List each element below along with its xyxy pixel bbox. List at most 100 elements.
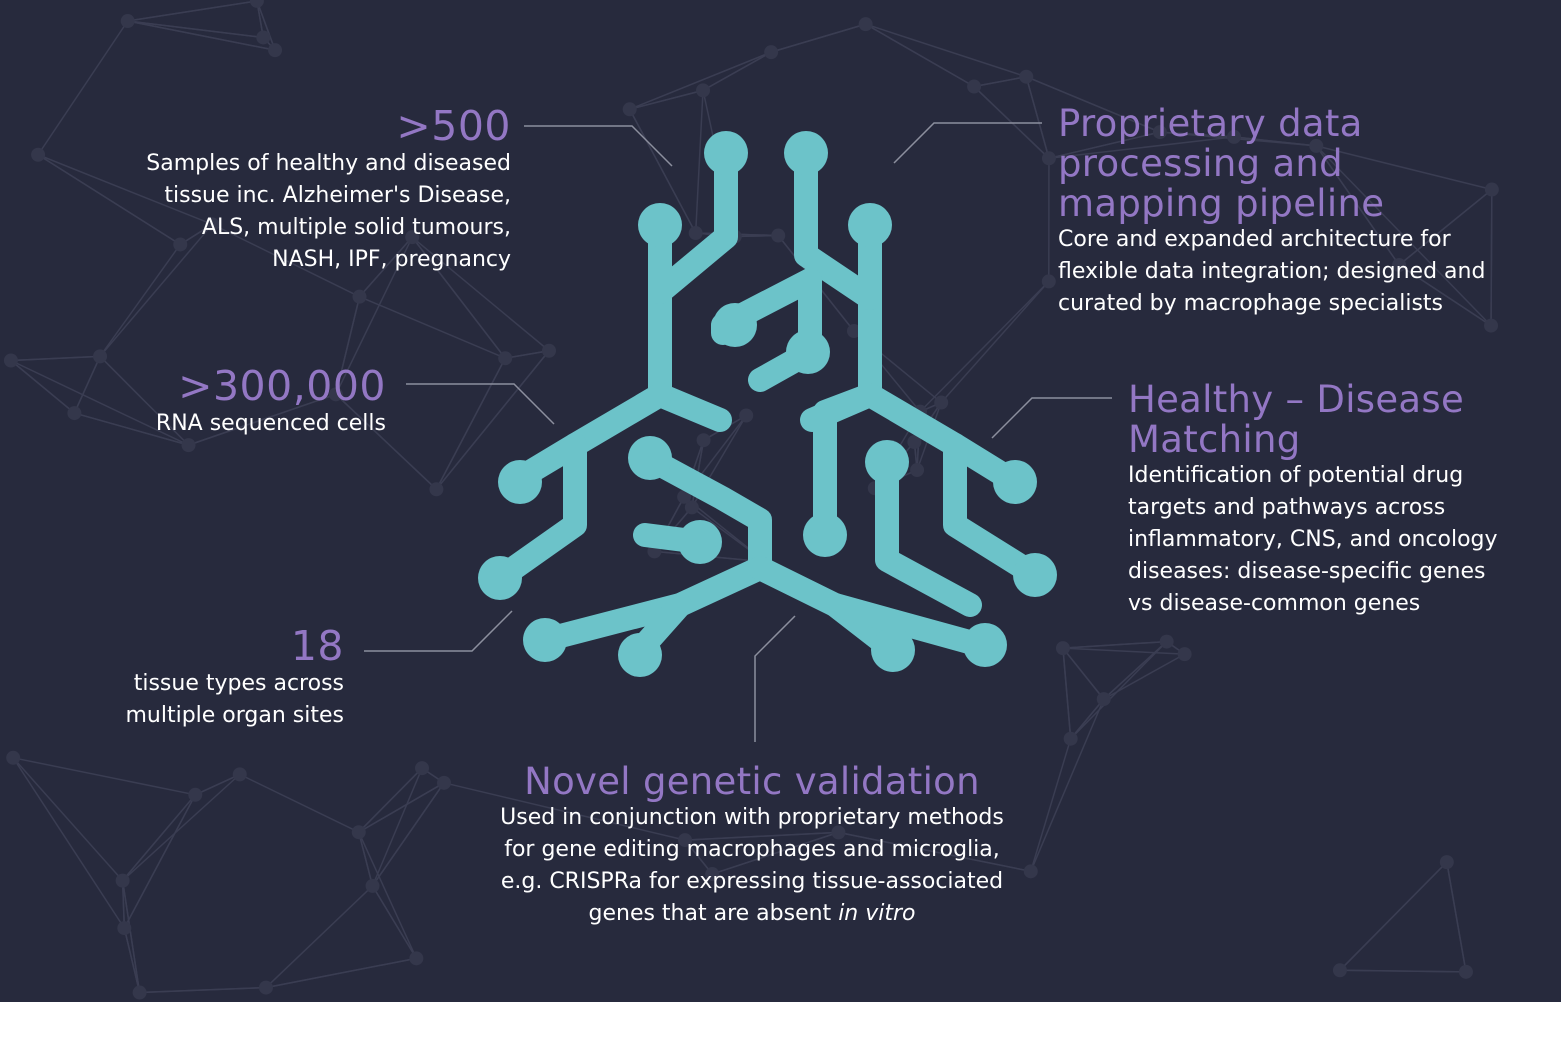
network-edge	[770, 23, 866, 53]
feature-matching: Healthy – Disease Matching Identificatio…	[1128, 380, 1498, 620]
network-edge	[694, 90, 704, 234]
tree-node	[803, 513, 847, 557]
network-edge	[358, 236, 413, 298]
feature-title: Novel genetic validation	[524, 760, 980, 803]
network-node	[117, 921, 132, 936]
network-edge	[919, 280, 1050, 413]
network-edge	[1339, 861, 1448, 971]
network-node	[328, 387, 343, 402]
tree-node	[478, 556, 522, 600]
network-edge	[1070, 641, 1168, 740]
network-edge	[127, 0, 258, 22]
network-edge	[711, 831, 839, 875]
network-node	[910, 463, 925, 478]
connector-samples	[524, 125, 673, 167]
network-node	[268, 43, 283, 58]
network-edge	[127, 20, 264, 39]
network-node	[1484, 182, 1499, 197]
stat-value: 18	[290, 622, 344, 670]
network-edge	[10, 355, 101, 362]
tree-node	[628, 436, 672, 480]
network-edge	[1315, 145, 1400, 266]
network-edge	[371, 782, 445, 887]
network-edge	[194, 773, 241, 796]
network-edge	[838, 831, 1031, 873]
infographic-panel: >500 Samples of healthy and diseased tis…	[0, 0, 1561, 1002]
network-node	[120, 14, 135, 29]
network-edge	[335, 236, 413, 395]
feature-description: Used in conjunction with proprietary met…	[500, 805, 1004, 926]
network-node	[678, 833, 693, 848]
network-edge	[1048, 131, 1161, 160]
network-edge	[734, 234, 779, 238]
network-edge	[12, 757, 125, 929]
network-edge	[371, 767, 423, 887]
network-node	[115, 873, 130, 888]
tree-node	[865, 440, 909, 484]
network-node	[696, 83, 711, 98]
tree-node	[848, 203, 892, 247]
network-node	[249, 0, 264, 8]
network-node	[498, 351, 513, 366]
network-node	[705, 867, 720, 882]
network-edge	[1070, 698, 1105, 740]
network-edge	[865, 23, 975, 88]
feature-description: Identification of potential drug targets…	[1128, 463, 1498, 616]
network-edge	[265, 885, 374, 989]
network-node	[352, 289, 367, 304]
network-edge	[10, 359, 75, 414]
stat-samples: >500 Samples of healthy and diseased tis…	[146, 104, 511, 276]
network-node	[1439, 855, 1454, 870]
network-edge	[13, 757, 196, 796]
connector-matching	[991, 397, 1112, 439]
network-edge	[435, 350, 550, 490]
network-edge	[443, 782, 686, 841]
network-edge	[435, 357, 506, 490]
network-edge	[122, 773, 241, 882]
network-edge	[99, 244, 181, 357]
network-node	[93, 349, 108, 364]
network-edge	[1030, 698, 1105, 872]
network-node	[181, 438, 196, 453]
network-edge	[265, 957, 417, 989]
network-node	[1041, 151, 1056, 166]
network-node	[1159, 634, 1174, 649]
network-node	[622, 102, 637, 117]
network-node	[351, 825, 366, 840]
network-edge	[940, 280, 1050, 404]
connector-lines	[364, 122, 1112, 742]
network-edge	[99, 223, 213, 357]
network-edge	[1025, 76, 1050, 159]
network-node	[256, 30, 271, 45]
network-edge	[865, 23, 1027, 78]
network-edge	[1316, 145, 1493, 191]
network-edge	[1398, 188, 1493, 266]
network-node	[1484, 318, 1499, 333]
network-node	[541, 343, 556, 358]
network-node	[415, 761, 430, 776]
network-edge	[99, 355, 190, 446]
network-node	[232, 767, 247, 782]
network-node	[831, 825, 846, 840]
network-background	[3, 0, 1499, 1000]
network-node	[31, 147, 46, 162]
network-node	[934, 395, 949, 410]
network-edge	[1490, 189, 1493, 326]
network-node	[1019, 69, 1034, 84]
network-edge	[37, 20, 129, 156]
network-node	[258, 980, 273, 995]
network-edge	[74, 412, 189, 446]
network-edge	[1103, 641, 1168, 700]
network-edge	[123, 927, 141, 993]
network-edge	[358, 782, 445, 833]
tree-node	[704, 131, 748, 175]
network-edge	[121, 880, 141, 993]
network-edge	[122, 794, 196, 882]
connector-cells	[406, 383, 555, 425]
network-edge	[37, 154, 213, 226]
network-edge	[358, 831, 418, 959]
network-node	[858, 17, 873, 32]
network-edge	[121, 880, 126, 929]
network-node	[764, 45, 779, 60]
tree-node	[786, 330, 830, 374]
